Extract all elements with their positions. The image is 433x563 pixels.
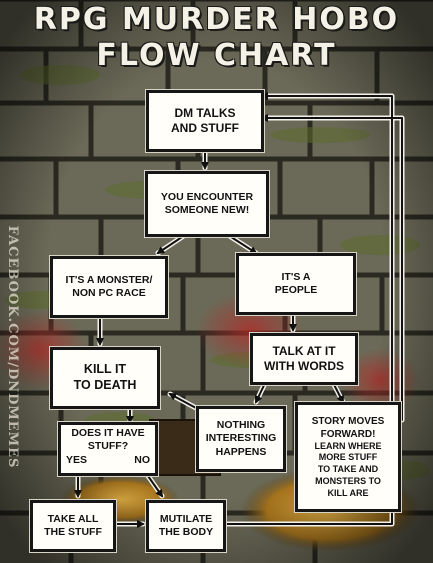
node-kill-line-1: KILL IT (83, 362, 127, 377)
choice-yes-label: YES (66, 454, 88, 467)
chart-title-line-1: RPG MURDER HOBO (33, 2, 400, 37)
node-mutilate-line-1: MUTILATE (159, 512, 213, 525)
node-mutilate: MUTILATE THE BODY (146, 500, 226, 552)
node-has-stuff-line-2: STUFF? (87, 440, 129, 453)
node-dm-talks-line-2: AND STUFF (171, 121, 239, 135)
edge-mutilate-to-dm-talks (221, 92, 393, 525)
node-kill-line-2: TO DEATH (73, 378, 137, 392)
chart-title-line-2: FLOW CHART (96, 38, 337, 73)
node-monster: IT'S A MONSTER/ NON PC RACE (50, 256, 168, 318)
node-people-line-2: PEOPLE (274, 284, 318, 296)
node-take-line-2: THE STUFF (44, 526, 102, 538)
node-encounter-line-1: YOU ENCOUNTER (160, 190, 254, 203)
node-talk: TALK AT IT WITH WORDS (250, 333, 358, 385)
node-story-line-1: STORY MOVES (311, 415, 385, 427)
node-monster-line-2: NON PC RACE (72, 287, 146, 299)
edge-has-stuff-no-to-mutilate (147, 475, 164, 498)
node-take: TAKE ALL THE STUFF (30, 500, 116, 552)
node-monster-line-1: IT'S A MONSTER/ (65, 273, 153, 286)
edge-encounter-to-people (227, 234, 258, 255)
node-has-stuff-choices: YES NO (66, 454, 150, 467)
choice-no-label: NO (134, 454, 150, 467)
node-story-line-2: FORWARD! (320, 428, 376, 440)
node-story-line-5: TO TAKE AND (317, 464, 379, 475)
node-story-line-4: MORE STUFF (318, 452, 378, 463)
node-nothing: NOTHING INTERESTING HAPPENS (196, 406, 286, 472)
node-story-line-3: LEARN WHERE (314, 440, 382, 451)
node-talk-line-1: TALK AT IT (272, 344, 336, 358)
node-people: IT'S A PEOPLE (236, 253, 356, 315)
node-take-line-1: TAKE ALL (47, 512, 99, 525)
node-talk-line-2: WITH WORDS (264, 359, 344, 373)
node-encounter-line-2: SOMEONE NEW! (164, 204, 250, 216)
node-story: STORY MOVES FORWARD! LEARN WHERE MORE ST… (295, 402, 401, 512)
node-encounter: YOU ENCOUNTER SOMEONE NEW! (145, 171, 269, 237)
node-has-stuff-line-1: DOES IT HAVE (71, 427, 145, 439)
node-people-line-1: IT'S A (281, 270, 311, 283)
node-story-line-7: KILL ARE (327, 487, 369, 498)
node-dm-talks-line-1: DM TALKS (174, 106, 236, 120)
node-mutilate-line-2: THE BODY (158, 526, 214, 538)
node-story-line-6: MONSTERS TO (315, 475, 381, 486)
edge-encounter-to-monster (156, 234, 186, 255)
node-kill: KILL IT TO DEATH (50, 347, 160, 409)
node-nothing-line-1: NOTHING (216, 419, 266, 432)
node-nothing-line-3: HAPPENS (215, 445, 267, 458)
node-nothing-line-2: INTERESTING (205, 432, 277, 445)
edge-nothing-to-kill (168, 393, 197, 409)
node-dm-talks: DM TALKS AND STUFF (146, 90, 264, 152)
node-has-stuff: DOES IT HAVE STUFF? YES NO (58, 422, 158, 476)
